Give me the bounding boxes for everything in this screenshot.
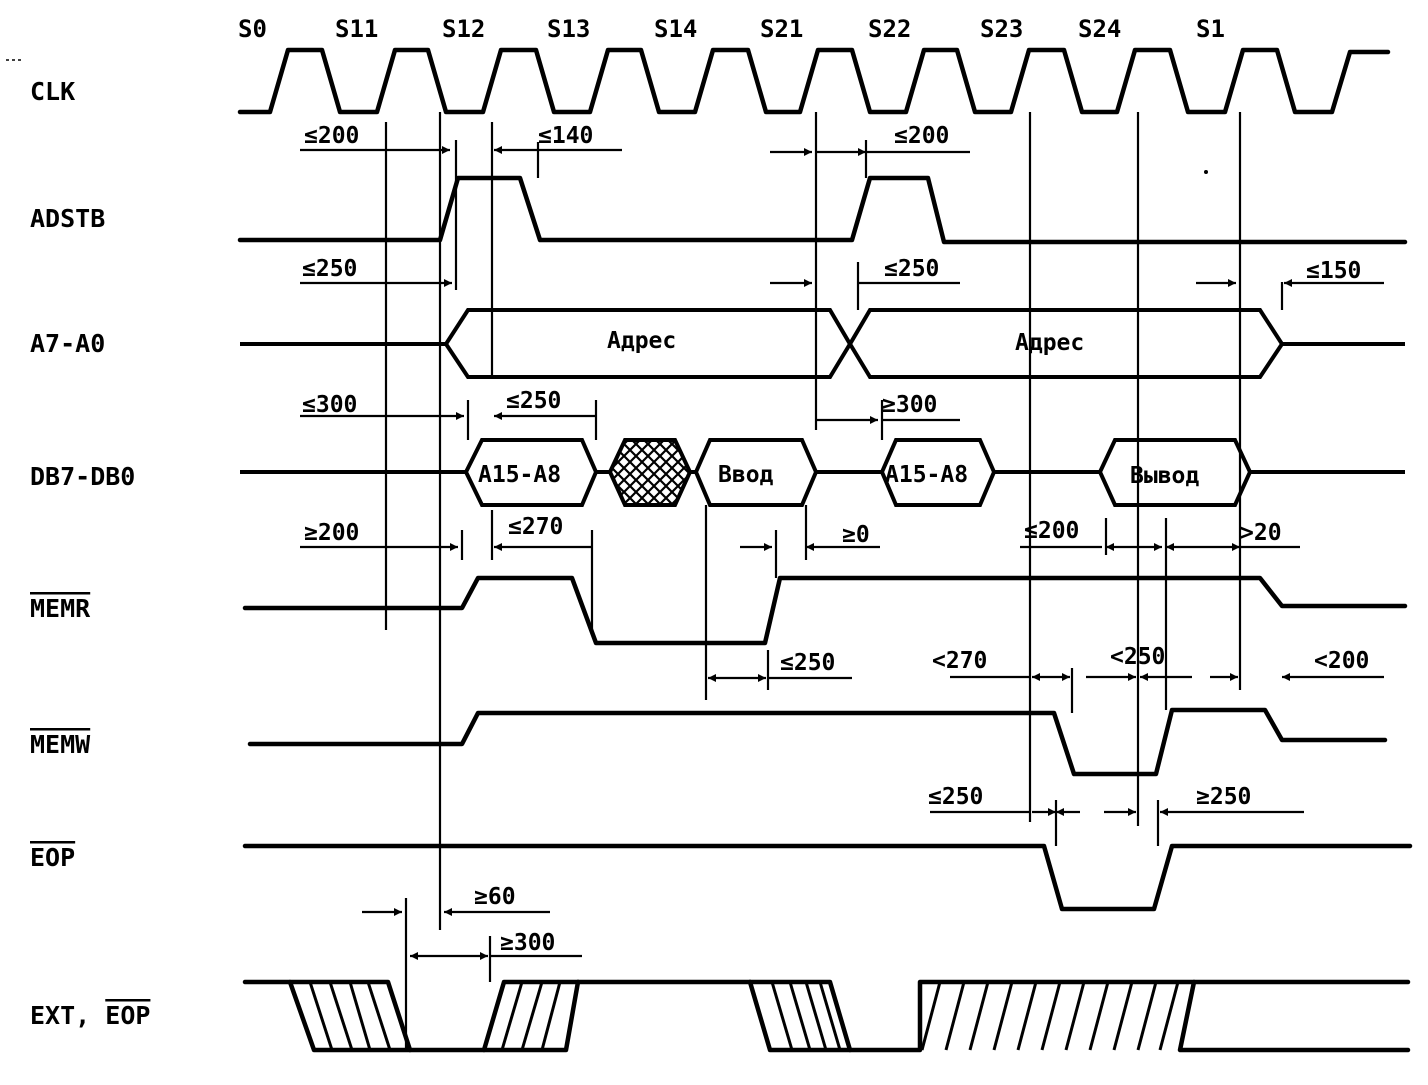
state-s14: S14 [654,15,697,43]
timing-memr-fall: ≤270 [508,514,563,540]
db-value-a15-a8-1: A15-A8 [478,462,561,488]
timing-memr-2: ≤200 [1024,518,1079,544]
ext-hatch-2 [500,981,562,1051]
timing-addr-hold: ≤150 [1306,258,1361,284]
timing-memr-hold: ≥0 [842,522,870,548]
state-s21: S21 [760,15,803,43]
state-s12: S12 [442,15,485,43]
label-clk: CLK [30,77,75,106]
timing-ext-setup: ≥60 [474,884,516,910]
db-value-output: Вывод [1130,463,1199,489]
timing-memw-width: <250 [1110,644,1165,670]
state-s13: S13 [547,15,590,43]
timing-addr-setup: ≤250 [302,256,357,282]
clk-waveform [237,47,1391,115]
ext-hatch-1 [308,981,392,1051]
timing-db-2: ≥300 [882,392,937,418]
timing-memw-rise: <200 [1314,648,1369,674]
timing-adstb-width: ≤140 [538,123,593,149]
timing-eop-rise: ≥250 [1196,784,1251,810]
timing-addr-2: ≤250 [884,256,939,282]
db-value-a15-a8-2: A15-A8 [885,462,968,488]
reference-lines [384,112,1284,1050]
label-ext-eop: EXT, EOP [30,1001,150,1030]
timing-adstb-setup: ≤200 [304,123,359,149]
memr-waveform [242,575,1408,646]
adstb-waveform [237,175,1408,245]
a7-a0-value-1: Адрес [607,328,676,354]
memw-waveform [247,707,1388,777]
label-a7-a0: A7-A0 [30,329,105,358]
timing-db-setup: ≤300 [302,392,357,418]
label-db7-db0: DB7-DB0 [30,462,135,491]
db7-db0-bus: A15-A8 Ввод A15-A8 Вывод [240,438,1405,507]
timing-db-width: ≤250 [506,388,561,414]
timing-eop-fall: ≤250 [928,784,983,810]
a7-a0-value-2: Адрес [1015,330,1084,356]
state-s23: S23 [980,15,1023,43]
eop-waveform [242,843,1413,912]
timing-memw-fall: <270 [932,648,987,674]
state-s11: S11 [335,15,378,43]
ext-eop-waveform [242,979,1411,1053]
label-adstb: ADSTB [30,204,105,233]
state-s24: S24 [1078,15,1121,43]
timing-labels: ≤200 ≤140 ≤200 ≤250 ≤250 ≤150 ≤300 ≤250 … [302,123,1369,956]
state-s0: S0 [238,15,267,43]
label-eop: EOP [30,843,75,872]
signal-labels: CLK ADSTB A7-A0 DB7-DB0 MEMR MEMW EOP EX… [30,77,150,1030]
label-memr: MEMR [30,594,91,623]
scan-marks [6,59,1208,174]
state-labels: S0 S11 S12 S13 S14 S21 S22 S23 S24 S1 [238,15,1225,43]
state-s22: S22 [868,15,911,43]
db-value-input: Ввод [718,462,774,488]
label-ext-eop-bar: EOP [105,1001,150,1030]
label-memw: MEMW [30,730,91,759]
timing-memr-low: ≤250 [780,650,835,676]
timing-memr-3: >20 [1240,520,1282,546]
state-s1: S1 [1196,15,1225,43]
a7-a0-bus: Адрес Адрес [240,308,1405,379]
timing-ext-width: ≥300 [500,930,555,956]
label-ext: EXT, [30,1001,105,1030]
ext-hatch-4 [920,981,1180,1051]
timing-adstb-2: ≤200 [894,123,949,149]
timing-memr-setup: ≥200 [304,520,359,546]
ext-hatch-3 [770,981,842,1051]
dimension-lines [300,146,1384,960]
